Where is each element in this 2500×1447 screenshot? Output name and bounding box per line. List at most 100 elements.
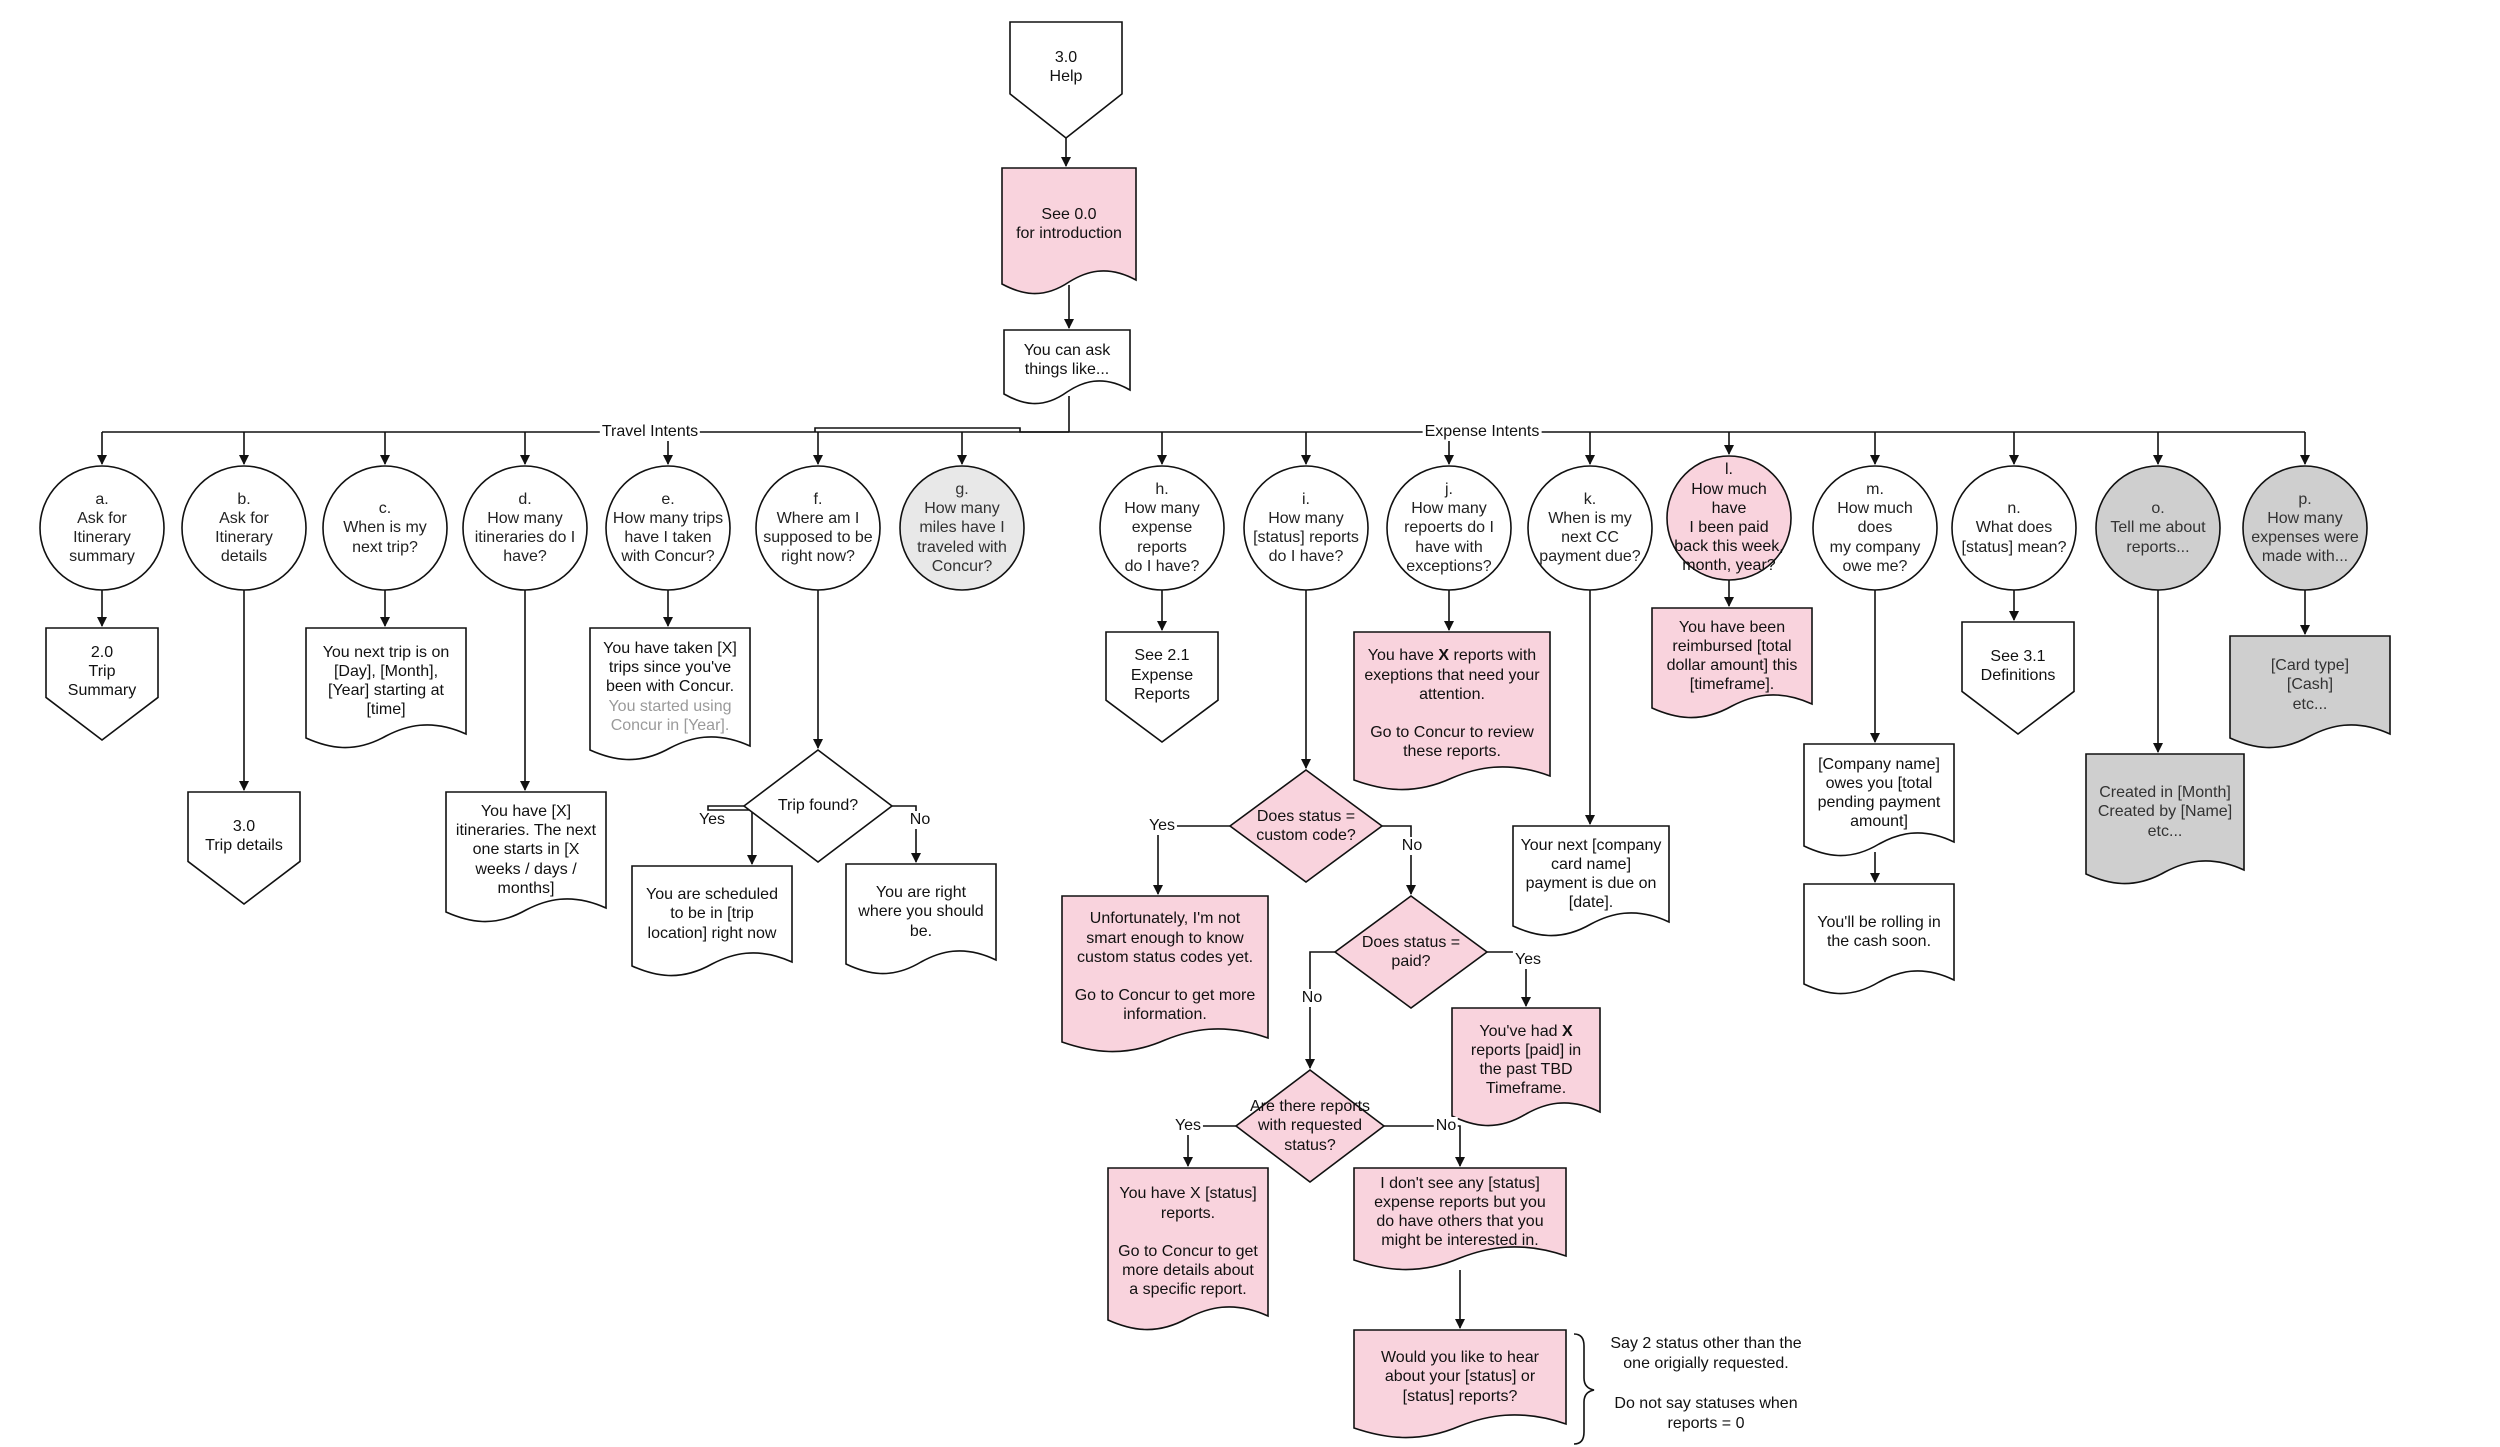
node-p-out: [Card type][Cash]etc... (2234, 640, 2386, 730)
node-f-no-line: You are right (875, 884, 967, 902)
node-l-line: back this week, (1674, 538, 1784, 556)
node-a-line: summary (69, 548, 135, 566)
node-f-line: supposed to be (763, 529, 873, 546)
node-i-paid-line: Timeframe. (1485, 1080, 1567, 1098)
node-canask-line: things like... (1024, 361, 1110, 378)
node-i-line: How many (1268, 509, 1344, 527)
node-b-line: Ask for Itinerary (215, 509, 273, 546)
node-j-line: How many (1411, 500, 1487, 518)
node-i-line: i. (1302, 490, 1310, 508)
node-m-out2-shape (1803, 883, 1955, 995)
node-c-line: c. (378, 500, 392, 518)
node-b-out-line: 3.0 (232, 817, 256, 835)
node-m-line: owe me? (1842, 557, 1908, 575)
node-e-line: have I taken (624, 529, 712, 546)
node-f-line: right now? (781, 548, 855, 566)
node-canask-line: You can ask (1023, 341, 1111, 359)
node-k-line: payment due? (1539, 548, 1641, 566)
node-i-dec3-shape (1234, 1068, 1386, 1184)
node-e-out-secondary-line: Concur in [Year]. (610, 716, 730, 734)
node-d-out-line: weeks / days / (475, 860, 577, 878)
node-i-yes3-line: You have X [status] (1119, 1185, 1257, 1203)
node-a-out-shape (45, 627, 159, 742)
node-o-out-line: Created in [Month] (2099, 784, 2231, 802)
node-e-out-secondary-line: You started using (608, 697, 732, 715)
node-o-out: Created in [Month]Created by [Name]etc..… (2090, 758, 2240, 866)
node-i-no3-line: I don't see any [status] (1380, 1174, 1540, 1192)
node-f-shape (755, 465, 881, 591)
node-i-yes1-shape (1061, 895, 1269, 1053)
node-d-shape (462, 465, 588, 591)
node-h-out-line: Expense (1130, 666, 1194, 684)
node-see00-shape (1001, 167, 1137, 295)
node-n-shape (1951, 465, 2077, 591)
node-p-out-line: [Cash] (2286, 676, 2334, 694)
node-b-out-shape (187, 791, 301, 906)
node-p-line: p. (2298, 490, 2312, 508)
node-p: p.How many expenses were made with... (2249, 470, 2361, 586)
node-o-out-line: etc... (2147, 822, 2183, 840)
node-k-line: next CC (1561, 529, 1619, 546)
node-i-paid-line: the past TBD (1479, 1061, 1573, 1078)
node-f-line: Where am I (776, 509, 860, 527)
node-n-out-shape (1961, 621, 2075, 736)
node-see00-line: See 0.0 (1041, 205, 1097, 223)
node-k-out-shape (1512, 825, 1670, 937)
node-j-out-line: You have X reports with (1367, 647, 1537, 665)
node-d-line: d. (518, 490, 532, 508)
node-l-line: l. (1725, 461, 1733, 479)
node-i-hear-line: Would you like to hear (1380, 1349, 1539, 1367)
annotation-note-line: reports = 0 (1667, 1415, 1745, 1432)
node-j-line: have with (1415, 538, 1483, 556)
node-p-line: expenses were (2251, 529, 2359, 546)
node-b-line: details (220, 548, 268, 566)
node-a-shape (39, 465, 165, 591)
node-i-no3: I don't see any [status]expense reports … (1358, 1172, 1562, 1252)
node-e-shape (605, 465, 731, 591)
node-l-line: How much have (1691, 480, 1767, 517)
node-f-dec: Trip found? (714, 754, 922, 858)
node-a-out-line: 2.0 (90, 643, 114, 661)
annotation-note-line: Do not say statuses when (1614, 1395, 1798, 1412)
node-f-no-line: be. (909, 922, 933, 940)
node-g-shape (899, 465, 1025, 591)
node-c-out-line: You next trip is on (322, 643, 450, 661)
node-i-dec3-line: status? (1284, 1136, 1336, 1154)
node-c-out-shape (305, 627, 467, 749)
node-p-line: How many (2267, 509, 2343, 527)
node-p-line: made with... (2261, 548, 2349, 566)
node-a-out-line: Summary (67, 682, 137, 700)
node-e-line: How many trips (612, 509, 724, 527)
edge-label-i1-no: No (1399, 837, 1425, 855)
connector-f-yes-h (707, 805, 756, 811)
node-o-out-line: Created by [Name] (2097, 803, 2233, 821)
node-i-yes1-line: custom status codes yet. (1076, 948, 1254, 966)
node-i-hear-shape (1353, 1329, 1567, 1439)
node-n: n.What does[status] mean? (1958, 470, 2070, 586)
node-d-out-line: one starts in [X (472, 841, 580, 859)
node-f-yes-line: You are scheduled (646, 886, 778, 904)
node-help-line: Help (1049, 67, 1083, 85)
node-h-line: expense reports (1131, 519, 1193, 556)
node-l-out-line: dollar amount] this (1666, 657, 1798, 674)
node-i-no3-line: expense reports but you (1374, 1193, 1546, 1211)
node-see00-line: for introduction (1016, 225, 1122, 242)
node-b-shape (181, 465, 307, 591)
node-k-line: k. (1583, 490, 1597, 508)
node-i-yes3-line: reports. (1160, 1204, 1216, 1222)
node-p-shape (2242, 465, 2368, 591)
node-b-out-line: Trip details (205, 836, 283, 854)
node-a-out-line: Trip (88, 663, 116, 681)
node-l-shape (1666, 455, 1792, 581)
node-h-line: How many (1124, 500, 1200, 518)
